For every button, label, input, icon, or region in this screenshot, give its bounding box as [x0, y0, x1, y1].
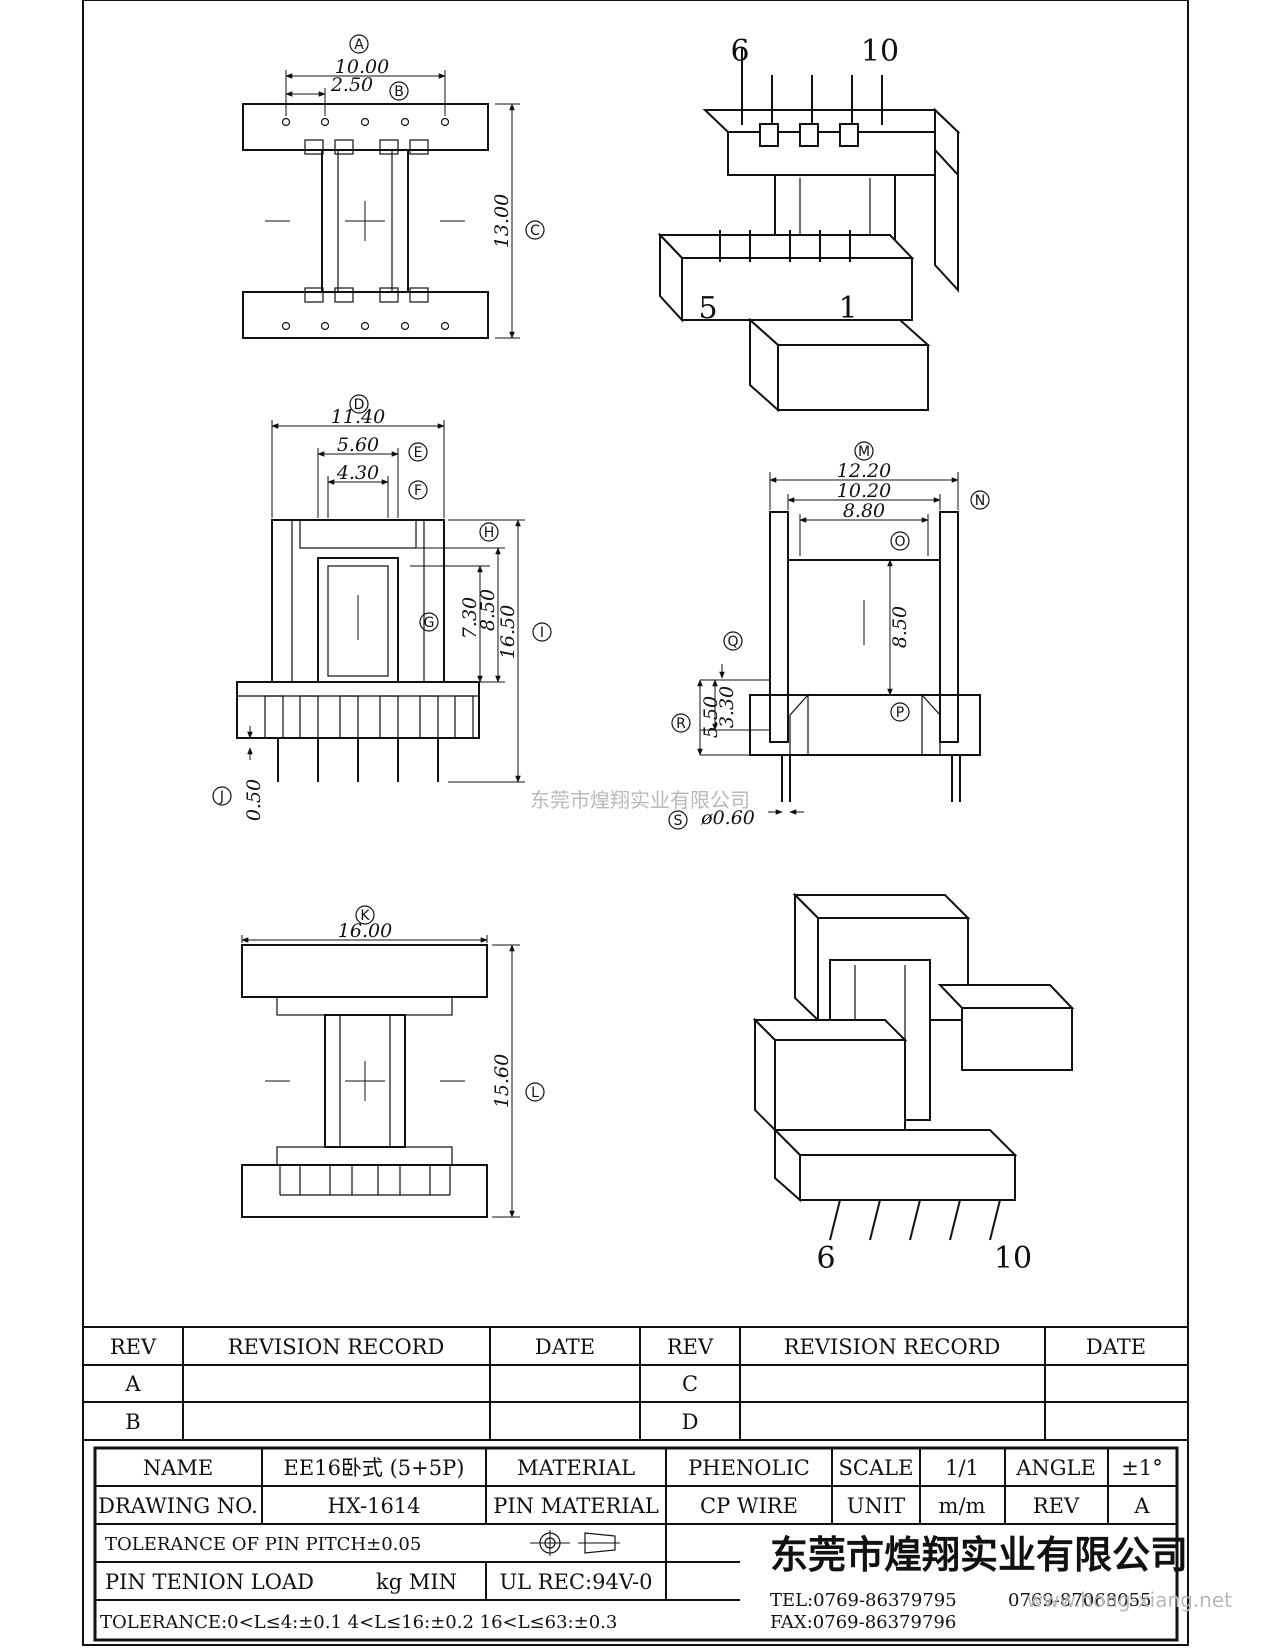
rev-a: A — [124, 1372, 141, 1396]
revision-table — [83, 1326, 1188, 1441]
tel: TEL:0769-86379795 — [770, 1590, 957, 1611]
dim-3-30: 3.30 — [716, 686, 738, 728]
tel2: 0769-87068055 — [1008, 1590, 1152, 1611]
dim-12-20: 12.20 — [837, 460, 891, 482]
dim-8-50: 8.50 — [477, 589, 499, 631]
label-h: H — [484, 525, 495, 541]
material-label: MATERIAL — [517, 1456, 635, 1480]
dim-16-50: 16.50 — [497, 605, 519, 659]
label-a: A — [354, 37, 364, 53]
name-value: EE16卧式 (5+5P) — [284, 1456, 465, 1480]
label-p: P — [896, 705, 904, 721]
label-l: L — [531, 1085, 539, 1101]
label-s: S — [674, 813, 683, 829]
fax: FAX:0769-86379796 — [770, 1612, 956, 1633]
material-value: PHENOLIC — [688, 1456, 810, 1480]
pin-pitch-tolerance: TOLERANCE OF PIN PITCH±0.05 — [105, 1534, 421, 1555]
front-view — [236, 420, 525, 783]
name-label: NAME — [143, 1456, 213, 1480]
title-block — [93, 1446, 1179, 1642]
label-b: B — [394, 84, 404, 100]
label-g: G — [424, 615, 435, 631]
dim-4-30: 4.30 — [336, 462, 379, 484]
pin-tenion-unit: kg MIN — [376, 1570, 457, 1594]
label-m: M — [858, 444, 870, 460]
label-f: F — [414, 483, 422, 499]
label-c: C — [530, 223, 540, 239]
dim-pin-dia: ø0.60 — [700, 807, 755, 829]
angle-label: ANGLE — [1015, 1456, 1096, 1480]
label-k: K — [360, 908, 370, 924]
dim-10-20: 10.20 — [837, 480, 891, 502]
dim-15-60: 15.60 — [491, 1054, 513, 1108]
rev-value: A — [1133, 1494, 1150, 1518]
dim-8-50-side: 8.50 — [889, 606, 911, 648]
angle-value: ±1° — [1121, 1456, 1162, 1480]
rev-c: C — [682, 1372, 698, 1396]
dim-11-40: 11.40 — [331, 406, 385, 428]
revision-record-header-2: REVISION RECORD — [784, 1335, 1001, 1359]
watermark-website: www.hong-xiang.net — [1027, 1588, 1232, 1612]
dim-0-50: 0.50 — [243, 779, 265, 821]
watermark-company: 东莞市煌翔实业有限公司 — [530, 788, 750, 812]
label-j: J — [219, 789, 224, 805]
dim-13-00: 13.00 — [491, 194, 513, 248]
iso-top-view — [657, 48, 961, 413]
date-header-1: DATE — [535, 1335, 595, 1359]
iso-top-pin-1: 1 — [838, 291, 857, 326]
label-i: I — [540, 625, 544, 641]
dim-16-00: 16.00 — [338, 920, 392, 942]
dim-2-50: 2.50 — [330, 74, 373, 96]
tolerance-line: TOLERANCE:0<L≤4:±0.1 4<L≤16:±0.2 16<L≤63… — [100, 1612, 617, 1633]
label-o: O — [894, 534, 905, 550]
scale-value: 1/1 — [945, 1456, 979, 1480]
dim-5-60: 5.60 — [337, 434, 379, 456]
bottom-view — [241, 935, 520, 1218]
rev-d: D — [682, 1410, 699, 1434]
label-r: R — [676, 716, 686, 732]
iso-bottom-pin-6: 6 — [816, 1241, 835, 1276]
sheet-border — [82, 0, 1189, 1646]
unit-value: m/m — [939, 1494, 986, 1518]
dim-8-80: 8.80 — [843, 500, 885, 522]
scale-label: SCALE — [839, 1456, 914, 1480]
drawing-no-value: HX-1614 — [327, 1494, 420, 1518]
iso-bottom-pin-10: 10 — [994, 1241, 1032, 1276]
pin-tenion-label: PIN TENION LOAD — [105, 1570, 314, 1594]
label-n: N — [975, 493, 985, 509]
pin-material-label: PIN MATERIAL — [493, 1494, 659, 1518]
dim-7-30: 7.30 — [459, 597, 481, 639]
iso-top-pin-5: 5 — [698, 291, 717, 326]
ul-rec: UL REC:94V-0 — [499, 1570, 652, 1594]
rev-label: REV — [1033, 1494, 1080, 1518]
company-name: 东莞市煌翔实业有限公司 — [770, 1532, 1188, 1577]
rev-b: B — [125, 1410, 140, 1434]
iso-top-pin-10: 10 — [861, 34, 899, 69]
dim-10-00: 10.00 — [335, 56, 389, 78]
dim-5-50: 5.50 — [700, 696, 722, 738]
iso-bottom-view — [752, 892, 1075, 1241]
rev-header-1: REV — [110, 1335, 157, 1359]
drawing-no-label: DRAWING NO. — [98, 1494, 258, 1518]
revision-record-header-1: REVISION RECORD — [228, 1335, 445, 1359]
iso-top-pin-6: 6 — [730, 34, 749, 69]
unit-label: UNIT — [847, 1494, 905, 1518]
label-e: E — [414, 445, 423, 461]
label-d: D — [354, 397, 365, 413]
label-q: Q — [727, 634, 738, 650]
pin-material-value: CP WIRE — [700, 1494, 798, 1518]
top-view — [242, 70, 520, 339]
rev-header-2: REV — [667, 1335, 714, 1359]
side-view — [697, 472, 981, 815]
date-header-2: DATE — [1086, 1335, 1146, 1359]
